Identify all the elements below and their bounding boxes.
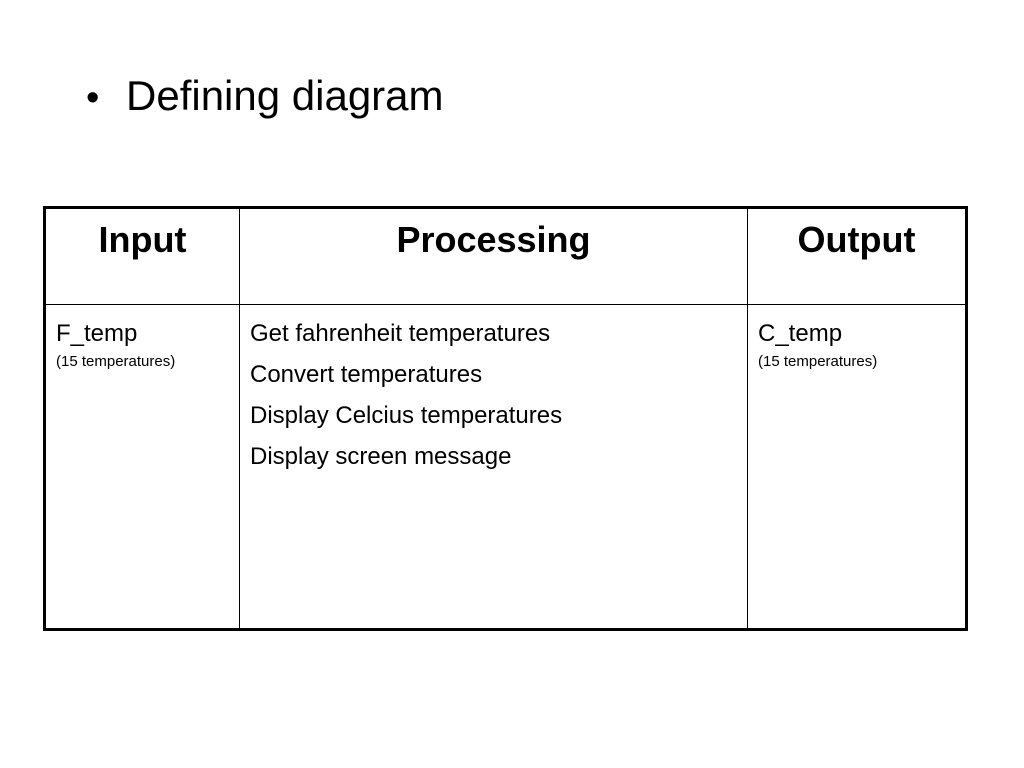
slide-title-line: • Defining diagram bbox=[86, 70, 444, 124]
header-input: Input bbox=[44, 207, 240, 305]
bullet-icon: • bbox=[86, 77, 100, 119]
input-cell: F_temp (15 temperatures) bbox=[44, 304, 240, 630]
defining-diagram-table: Input Processing Output F_temp (15 tempe… bbox=[43, 206, 968, 631]
header-processing: Processing bbox=[239, 207, 748, 305]
processing-step: Get fahrenheit temperatures bbox=[250, 320, 551, 347]
processing-step: Display Celcius temperatures bbox=[250, 402, 563, 429]
processing-step: Convert temperatures bbox=[250, 361, 483, 388]
processing-list: Get fahrenheit temperatures Convert temp… bbox=[250, 313, 737, 477]
body-row: F_temp (15 temperatures) Get fahrenheit … bbox=[44, 304, 967, 630]
processing-cell: Get fahrenheit temperatures Convert temp… bbox=[239, 304, 748, 630]
input-variable: F_temp bbox=[56, 320, 138, 347]
header-row: Input Processing Output bbox=[44, 207, 967, 305]
output-variable: C_temp bbox=[758, 320, 843, 347]
header-output: Output bbox=[747, 207, 967, 305]
input-note: (15 temperatures) bbox=[56, 353, 176, 370]
slide-title: Defining diagram bbox=[126, 72, 444, 119]
output-note: (15 temperatures) bbox=[758, 353, 878, 370]
processing-step: Display screen message bbox=[250, 443, 512, 470]
output-cell: C_temp (15 temperatures) bbox=[747, 304, 967, 630]
